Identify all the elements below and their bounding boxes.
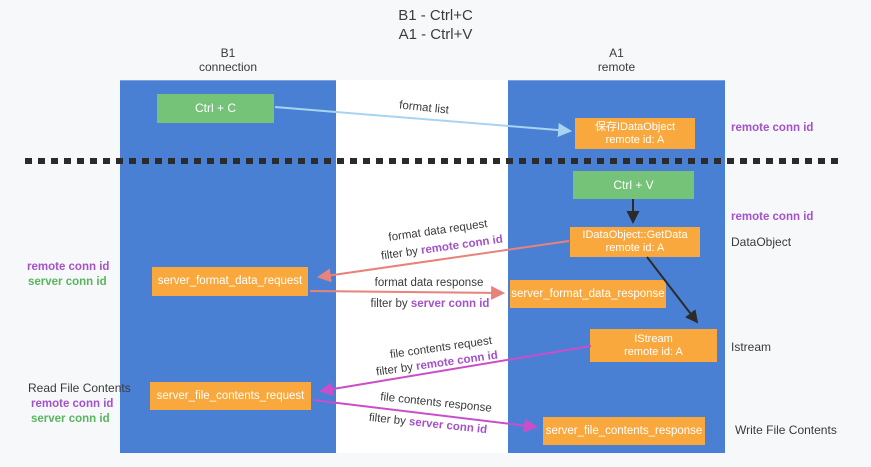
ctrl-v-label: Ctrl + V xyxy=(613,177,654,192)
label-left-server-conn-id-bottom: server conn id xyxy=(31,413,110,425)
lane-b1-name: B1 xyxy=(220,46,236,60)
label-left-server-conn-id-top: server conn id xyxy=(28,276,107,288)
lane-a1-sub: remote xyxy=(597,60,636,74)
lane-a1-name: A1 xyxy=(609,46,624,60)
node-ctrl-v: Ctrl + V xyxy=(573,171,694,199)
label-format-data-response: format data response xyxy=(374,277,484,289)
label-write-file-contents: Write File Contents xyxy=(735,423,837,437)
label-dataobject: DataObject xyxy=(731,235,792,249)
getdata-line1: IDataObject::GetData xyxy=(582,229,688,241)
istream-line1: IStream xyxy=(634,332,673,345)
istream-line2: remote id: A xyxy=(624,345,683,358)
node-idataobject-getdata: IDataObject::GetData remote id: A xyxy=(570,227,700,257)
title-line-1: B1 - Ctrl+C xyxy=(398,7,473,24)
label-istream: Istream xyxy=(731,340,772,354)
filter-by-text-2: filter by xyxy=(370,298,411,310)
node-server-file-contents-response: server_file_contents_response xyxy=(543,417,705,445)
node-save-idataobject: 保存IDataObject remote id: A xyxy=(575,118,695,149)
ctrl-c-label: Ctrl + C xyxy=(194,101,236,115)
node-server-format-data-request: server_format_data_request xyxy=(152,267,308,296)
file-response-label: server_file_contents_response xyxy=(545,424,703,437)
copy-paste-divider xyxy=(25,158,838,164)
save-idataobject-line1: 保存IDataObject xyxy=(594,120,676,133)
format-request-label: server_format_data_request xyxy=(157,275,303,287)
label-left-remote-conn-id-bottom: remote conn id xyxy=(31,398,114,410)
node-server-format-data-response: server_format_data_response xyxy=(510,280,666,308)
diagram-title: B1 - Ctrl+C A1 - Ctrl+V xyxy=(0,6,871,44)
lane-header-a1: A1 remote xyxy=(508,46,725,74)
format-response-label: server_format_data_response xyxy=(511,287,665,300)
save-idataobject-line2: remote id: A xyxy=(605,133,665,146)
server-conn-id-text-1: server conn id xyxy=(410,298,490,310)
lane-b1-sub: connection xyxy=(198,60,258,74)
label-remote-conn-id-top: remote conn id xyxy=(731,122,814,134)
title-line-2: A1 - Ctrl+V xyxy=(398,26,473,43)
node-ctrl-c: Ctrl + C xyxy=(157,94,274,123)
node-istream: IStream remote id: A xyxy=(590,329,717,362)
lane-header-b1: B1 connection xyxy=(120,46,336,74)
label-remote-conn-id-mid: remote conn id xyxy=(731,211,814,223)
label-filter-server-1: filter by server conn id xyxy=(371,298,490,310)
label-read-file-contents: Read File Contents xyxy=(28,381,131,395)
getdata-line2: remote id: A xyxy=(605,242,665,254)
file-request-label: server_file_contents_request xyxy=(156,389,305,402)
node-server-file-contents-request: server_file_contents_request xyxy=(150,382,311,410)
label-left-remote-conn-id-top: remote conn id xyxy=(27,261,110,273)
